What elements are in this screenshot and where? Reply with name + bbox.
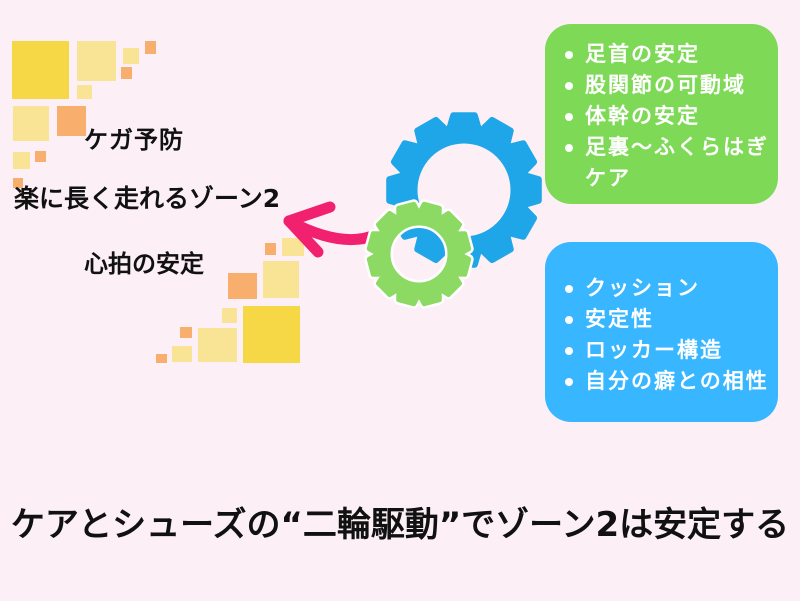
mosaic-square — [13, 152, 30, 169]
mosaic-square — [145, 41, 156, 54]
bullet-item: ロッカー構造 — [565, 335, 770, 366]
bullet-item: 安定性 — [565, 304, 770, 335]
bullet-item: 足裏〜ふくらはぎケア — [565, 132, 770, 194]
bullet-text: 安定性 — [585, 307, 654, 331]
bullet-dot-icon — [565, 316, 573, 324]
label-injury-prevention: ケガ予防 — [84, 126, 184, 154]
bullet-text: 自分の癖との相性 — [585, 369, 769, 393]
mosaic-square — [222, 308, 237, 323]
bullet-item: 股関節の可動域 — [565, 70, 770, 101]
bullet-dot-icon — [565, 378, 573, 386]
mosaic-square — [265, 243, 276, 255]
bullet-text: ロッカー構造 — [585, 338, 723, 362]
bullet-item: 自分の癖との相性 — [565, 366, 770, 397]
mosaic-square — [12, 41, 69, 99]
mosaic-square — [228, 273, 257, 299]
mosaic-square — [77, 41, 116, 81]
bullet-item: 足首の安定 — [565, 39, 770, 70]
mosaic-square — [282, 238, 304, 256]
bullet-text: 体幹の安定 — [585, 104, 700, 128]
care-benefits-box: 足首の安定股関節の可動域体幹の安定足裏〜ふくらはぎケア — [545, 24, 778, 204]
mosaic-square — [77, 85, 92, 99]
label-zone2-running: 楽に長く走れるゾーン2 — [14, 184, 281, 213]
mosaic-square — [263, 261, 299, 298]
mosaic-square — [13, 178, 23, 188]
mosaic-square — [121, 67, 132, 79]
mosaic-square — [198, 328, 237, 362]
shoes-factors-list: クッション安定性ロッカー構造自分の癖との相性 — [545, 273, 778, 397]
bullet-dot-icon — [565, 51, 573, 59]
bullet-dot-icon — [565, 347, 573, 355]
mosaic-square — [172, 346, 192, 362]
bullet-text: 足首の安定 — [585, 42, 700, 66]
green-gear-halo — [364, 199, 474, 309]
bullet-dot-icon — [565, 82, 573, 90]
mosaic-square — [156, 354, 167, 363]
shoes-factors-box: クッション安定性ロッカー構造自分の癖との相性 — [545, 242, 778, 422]
mosaic-square — [243, 306, 300, 363]
mosaic-square — [180, 327, 192, 338]
mosaic-square — [35, 151, 46, 162]
mosaic-square — [123, 48, 139, 64]
bottom-title: ケアとシューズの“二輪駆動”でゾーン2は安定する — [10, 505, 790, 545]
bullet-item: 体幹の安定 — [565, 101, 770, 132]
bullet-dot-icon — [565, 144, 573, 152]
label-heart-rate-stability: 心拍の安定 — [84, 250, 204, 278]
blue-gear-icon — [386, 112, 542, 268]
bullet-text: 股関節の可動域 — [585, 73, 746, 97]
mosaic-square — [57, 106, 86, 136]
mosaic-square — [13, 106, 49, 141]
bullet-dot-icon — [565, 113, 573, 121]
curved-arrow-icon — [283, 209, 408, 245]
bullet-dot-icon — [565, 285, 573, 293]
bullet-item: クッション — [565, 273, 770, 304]
green-gear-icon — [366, 201, 472, 307]
care-benefits-list: 足首の安定股関節の可動域体幹の安定足裏〜ふくらはぎケア — [545, 39, 778, 194]
bullet-text: クッション — [585, 276, 700, 300]
bullet-text: 足裏〜ふくらはぎケア — [585, 135, 769, 190]
